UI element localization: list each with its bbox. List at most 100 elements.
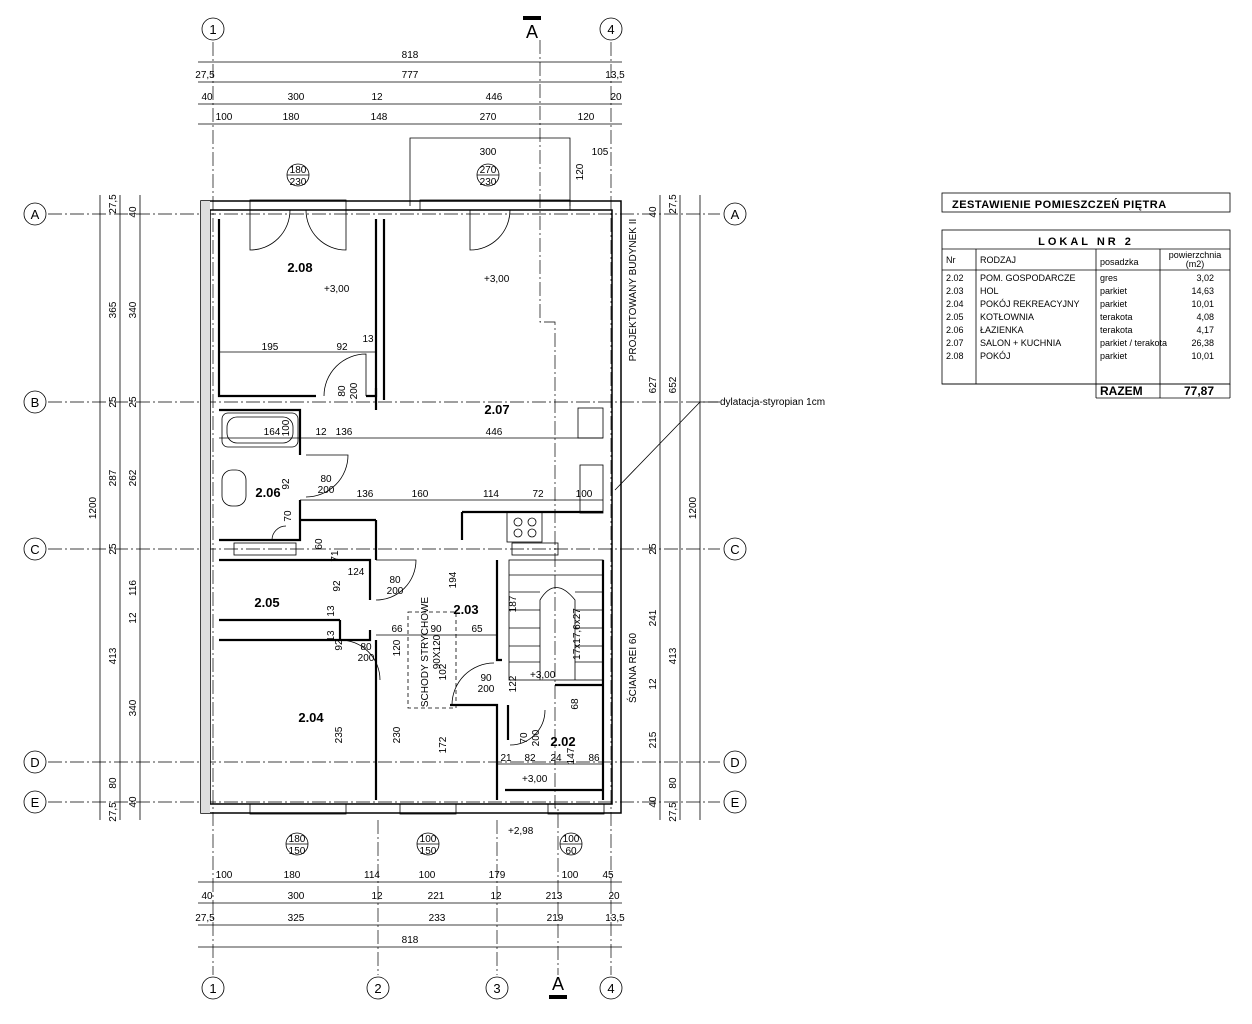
schedule-cell: ŁAZIENKA <box>980 325 1024 335</box>
grid-bubble-1-bottom <box>201 976 225 1000</box>
schedule-cell: terakota <box>1100 312 1133 322</box>
dim-bottom: 100 <box>216 870 233 881</box>
dim-interior: 147 <box>566 747 577 764</box>
dim-bottom: 45 <box>602 870 614 881</box>
dim-left-total: 1200 <box>88 496 99 519</box>
schedule-cell: parkiet <box>1100 286 1128 296</box>
dim-interior: 65 <box>471 624 483 635</box>
grid-bubble-A-left <box>23 202 47 226</box>
dim-left: 27,5 <box>108 194 119 214</box>
dim-right: 40 <box>648 796 659 808</box>
dim-bottom: 13,5 <box>605 913 625 924</box>
dim-right: 27,5 <box>668 194 679 214</box>
dim-interior: 195 <box>262 342 279 353</box>
dim-top: 446 <box>486 92 503 103</box>
schedule-cell: POKÓJ <box>980 351 1011 361</box>
dim-interior: 446 <box>486 427 503 438</box>
window-tag-top: 100 <box>563 834 580 845</box>
dim-top: 777 <box>402 70 419 81</box>
schedule-cell: 14,63 <box>1191 286 1214 296</box>
window-tag-top: 270 <box>480 165 497 176</box>
room-level-2-02: +3,00 <box>522 774 548 785</box>
dim-top-total: 818 <box>402 50 419 61</box>
dim-left: 40 <box>128 796 139 808</box>
dim-top: 20 <box>610 92 622 103</box>
dim-right: 413 <box>668 647 679 664</box>
section-marker-bottom <box>549 995 567 999</box>
grid-label-3-bottom: 3 <box>493 981 500 996</box>
dim-top: 148 <box>371 112 388 123</box>
dim-left: 340 <box>128 301 139 318</box>
grid-label-2-bottom: 2 <box>374 981 381 996</box>
schedule-cell: terakota <box>1100 325 1133 335</box>
dim-interior: 122 <box>508 675 519 692</box>
dim-bottom: 27,5 <box>195 913 215 924</box>
door-tag-2-02: 200 <box>531 729 542 746</box>
dim-left: 413 <box>108 647 119 664</box>
schedule-header-nr: Nr <box>946 255 956 265</box>
schedule-row-2-06: 2.06 ŁAZIENKA terakota 4,17 <box>946 325 1214 335</box>
dim-interior: 230 <box>392 726 403 743</box>
schedule-row-2-07: 2.07 SALON + KUCHNIA parkiet / terakota … <box>946 338 1214 348</box>
dim-bottom: 233 <box>429 913 446 924</box>
dim-interior: 187 <box>508 595 519 612</box>
dim-right-total: 1200 <box>688 496 699 519</box>
dim-top: 13,5 <box>605 70 625 81</box>
door-tag-2-08: 200 <box>349 382 360 399</box>
dim-interior: 100 <box>576 489 593 500</box>
door-tag-2-02: 70 <box>519 732 530 744</box>
grid-label-C-left: C <box>30 542 39 557</box>
dim-interior: 172 <box>438 736 449 753</box>
window-tag-top: 180 <box>290 165 307 176</box>
window-tag-bottom: 230 <box>480 177 497 188</box>
dim-left: 12 <box>128 612 139 624</box>
adjacent-building-note: PROJEKTOWANY BUDYNEK II <box>628 219 639 362</box>
dim-interior: 164 <box>264 427 281 438</box>
schedule-cell: parkiet / terakota <box>1100 338 1167 348</box>
dim-interior: 92 <box>336 342 348 353</box>
dim-balcony: 105 <box>592 147 609 158</box>
dim-left: 116 <box>128 580 139 596</box>
schedule-cell: 2.05 <box>946 312 964 322</box>
section-label-top: A <box>526 22 538 42</box>
dim-bottom: 179 <box>489 870 506 881</box>
dimension-lines <box>99 61 701 948</box>
dim-interior: 120 <box>392 639 403 656</box>
grid-bubble-C-left <box>23 537 47 561</box>
dim-top: 100 <box>216 112 233 123</box>
grid-bubbles: 1 4 1 2 3 4 A B C D E A C D E A A <box>23 16 747 1000</box>
dim-right: 40 <box>648 206 659 218</box>
dim-bottom: 20 <box>608 891 620 902</box>
grid-label-D-left: D <box>30 755 39 770</box>
dim-top: 120 <box>578 112 595 123</box>
schedule-cell: parkiet <box>1100 351 1128 361</box>
dim-bottom: 219 <box>547 913 564 924</box>
schedule-header-area-unit: (m2) <box>1186 259 1205 269</box>
dim-bottom: 180 <box>284 870 301 881</box>
dim-interior: 68 <box>570 698 581 710</box>
room-labels: 2.08 +3,00 2.07 +3,00 2.06 2.05 2.04 2.0… <box>254 260 575 837</box>
dim-left: 340 <box>128 699 139 716</box>
grid-bubble-E-left <box>23 790 47 814</box>
dim-interior: 90 <box>430 624 442 635</box>
schedule-total-label: RAZEM <box>1100 384 1143 398</box>
schedule-cell: 3,02 <box>1196 273 1214 283</box>
grid-bubble-E-right <box>723 790 747 814</box>
dim-top: 12 <box>371 92 383 103</box>
dim-interior: 160 <box>412 489 429 500</box>
grid-bubble-D-right <box>723 750 747 774</box>
schedule-header-area: powierzchnia <box>1169 250 1222 260</box>
schedule-cell: HOL <box>980 286 999 296</box>
door-tag-2-08: 80 <box>337 385 348 397</box>
door-tag-2-04: 200 <box>358 653 375 664</box>
dim-right: 215 <box>648 731 659 748</box>
schedule-row-2-04: 2.04 POKÓJ REKREACYJNY parkiet 10,01 <box>946 299 1214 309</box>
schedule-cell: 26,38 <box>1191 338 1214 348</box>
dim-interior: 100 <box>281 419 292 436</box>
dim-left: 25 <box>108 396 119 408</box>
dim-top: 300 <box>288 92 305 103</box>
annotations: PROJEKTOWANY BUDYNEK II ŚCIANA REI 60 dy… <box>420 219 825 707</box>
grid-label-D-right: D <box>730 755 739 770</box>
schedule-cell: POM. GOSPODARCZE <box>980 273 1076 283</box>
